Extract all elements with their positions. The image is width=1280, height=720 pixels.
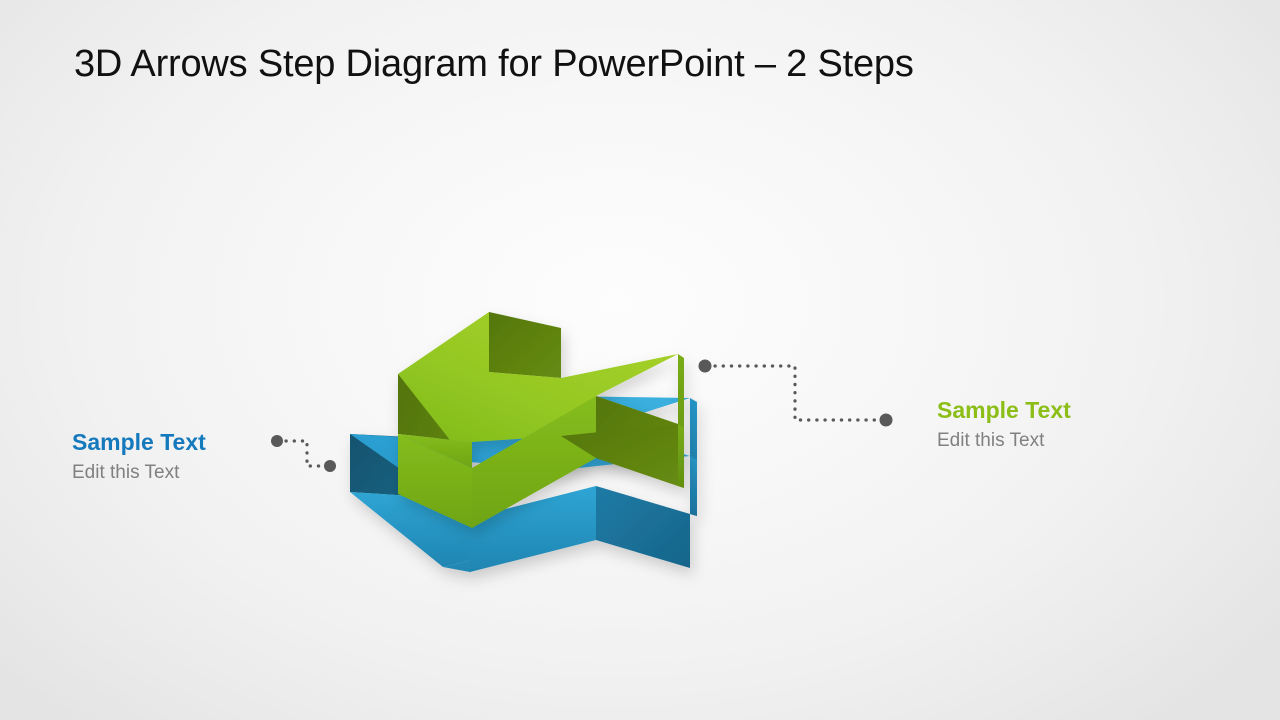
left-connector [271,435,336,472]
right-connector [698,359,893,427]
left-connector-end-dot [324,460,336,472]
green-arrow-upper-barb-face [489,312,561,378]
green-arrow-front-face [472,396,596,528]
callout-left[interactable]: Sample Text Edit this Text [72,428,206,485]
right-connector-end-dot [879,413,893,427]
blue-arrow-tip-lower-face [690,456,697,516]
green-arrow-tip-lower-face [678,424,684,488]
callout-right-title: Sample Text [937,397,1071,423]
left-connector-line [284,439,324,468]
callout-left-title: Sample Text [72,429,206,455]
callout-left-subtitle: Edit this Text [72,461,180,483]
blue-arrow-body-front-face [470,486,596,572]
right-connector-line [713,364,880,422]
left-connector-start-dot [271,435,283,447]
callout-right-subtitle: Edit this Text [937,429,1045,451]
blue-arrow-notch-face [596,486,690,568]
callout-right[interactable]: Sample Text Edit this Text [937,396,1071,453]
green-arrow-lower-front-face [398,434,472,528]
green-arrow-barb-under-face [561,424,678,486]
page-title: 3D Arrows Step Diagram for PowerPoint – … [74,43,914,85]
green-arrow-step-1[interactable] [398,312,684,528]
right-connector-start-dot [698,359,712,373]
